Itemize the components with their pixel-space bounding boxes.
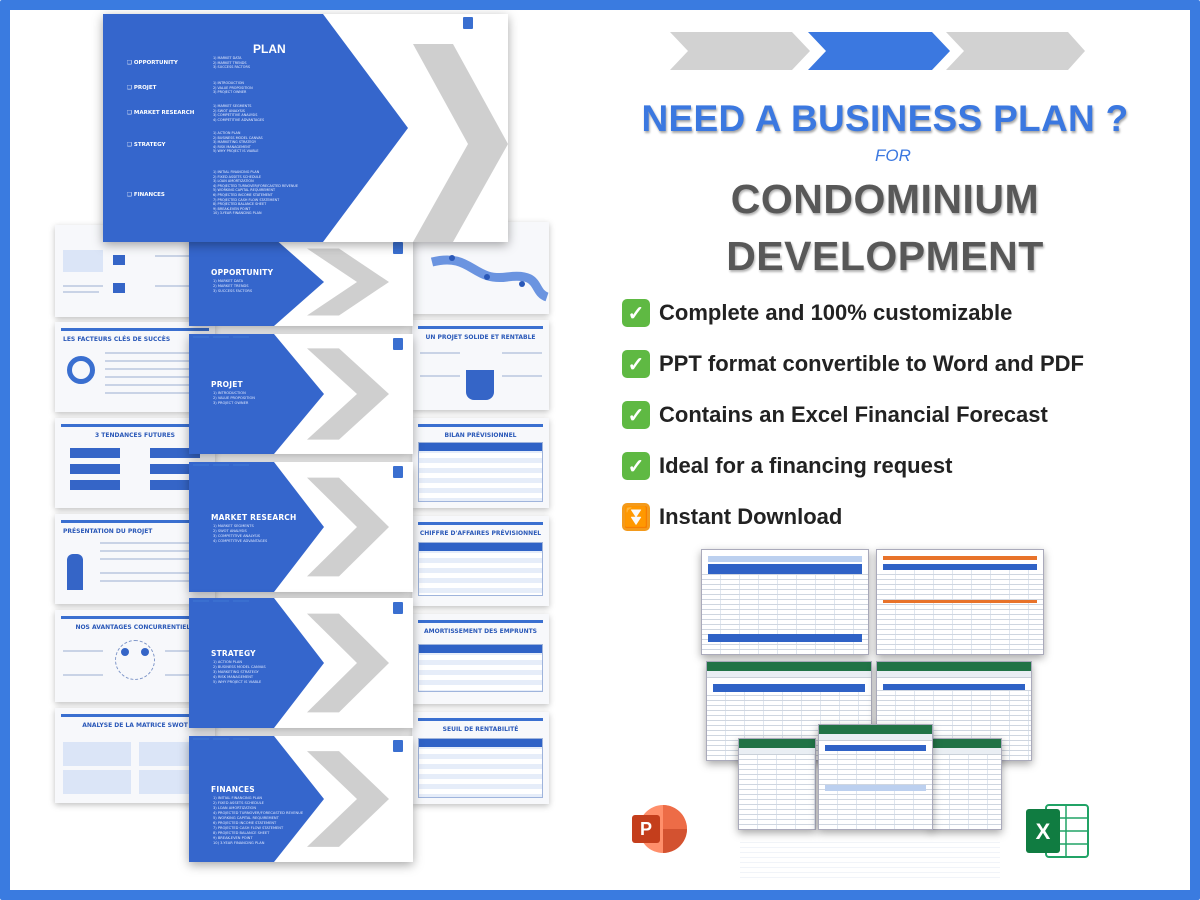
plan-sub-finances: 1) INITIAL FINANCING PLAN 2) FIXED ASSET… bbox=[213, 170, 299, 216]
slide-title: AMORTISSEMENT DES EMPRUNTS bbox=[423, 628, 538, 635]
section-slide-title: PROJET bbox=[211, 380, 243, 389]
plan-item-market-research: MARKET RESEARCH bbox=[127, 110, 195, 116]
plan-sub-projet: 1) INTRODUCTION 2) VALUE PROPOSITION 3) … bbox=[213, 81, 253, 95]
headline: NEED A BUSINESS PLAN ? bbox=[641, 98, 1129, 139]
section-slide-subtitles: 1) INTRODUCTION 2) VALUE PROPOSITION 3) … bbox=[213, 391, 255, 405]
slide-title: SEUIL DE RENTABILITÉ bbox=[442, 726, 519, 733]
headline-development: DEVELOPMENT bbox=[726, 233, 1044, 279]
slide-title: BILAN PRÉVISIONNEL bbox=[444, 432, 517, 439]
section-slide: OPPORTUNITY 1) MARKET DATA 2) MARKET TRE… bbox=[189, 238, 413, 326]
powerpoint-letter: P bbox=[640, 819, 652, 839]
progress-arrows-icon bbox=[670, 32, 1085, 70]
section-slide: MARKET RESEARCH 1) MARKET SEGMENTS 2) SW… bbox=[189, 462, 413, 592]
brand-logo-icon bbox=[393, 602, 403, 614]
feature-item: ⏬ Instant Download bbox=[622, 502, 842, 532]
slide-thumb-left-2: LES FACTEURS CLÉS DE SUCCÈS bbox=[55, 322, 215, 412]
section-slide-subtitles: 1) INITIAL FINANCING PLAN 2) FIXED ASSET… bbox=[213, 796, 304, 845]
slide-thumb-right-2: UN PROJET SOLIDE ET RENTABLE bbox=[412, 320, 549, 410]
section-slide: PROJET 1) INTRODUCTION 2) VALUE PROPOSIT… bbox=[189, 334, 413, 454]
feature-item: ✓ Contains an Excel Financial Forecast bbox=[622, 400, 1048, 430]
feature-text: Instant Download bbox=[659, 504, 843, 529]
slide-thumb-left-4: PRÉSENTATION DU PROJET bbox=[55, 514, 215, 604]
slide-title: UN PROJET SOLIDE ET RENTABLE bbox=[425, 334, 536, 341]
plan-slide: PLAN OPPORTUNITY 1) MARKET DATA 2) MARKE… bbox=[103, 14, 508, 242]
brand-logo-icon bbox=[393, 242, 403, 254]
check-icon: ✓ bbox=[622, 452, 650, 480]
slide-title: LES FACTEURS CLÉS DE SUCCÈS bbox=[63, 336, 171, 343]
brand-logo-icon bbox=[463, 17, 473, 29]
feature-text: Complete and 100% customizable bbox=[659, 300, 1013, 325]
plan-item-strategy: STRATEGY bbox=[127, 142, 166, 148]
feature-text: PPT format convertible to Word and PDF bbox=[659, 351, 1084, 376]
plan-sub-strategy: 1) ACTION PLAN 2) BUSINESS MODEL CANVAS … bbox=[213, 131, 263, 154]
feature-text: Contains an Excel Financial Forecast bbox=[659, 402, 1048, 427]
excel-screenshot bbox=[818, 724, 933, 830]
section-slide-title: FINANCES bbox=[211, 785, 255, 794]
excel-screenshot bbox=[876, 549, 1044, 655]
slide-thumb-left-5: NOS AVANTAGES CONCURRENTIELS bbox=[55, 610, 215, 702]
slide-thumb-right-6: SEUIL DE RENTABILITÉ bbox=[412, 712, 549, 804]
excel-screenshot bbox=[701, 549, 869, 655]
section-slide: FINANCES 1) INITIAL FINANCING PLAN 2) FI… bbox=[189, 736, 413, 862]
plan-item-opportunity: OPPORTUNITY bbox=[127, 60, 178, 66]
slide-title: NOS AVANTAGES CONCURRENTIELS bbox=[75, 624, 195, 631]
reflection bbox=[740, 842, 1000, 882]
section-slide-title: STRATEGY bbox=[211, 649, 256, 658]
section-slide-subtitles: 1) MARKET SEGMENTS 2) SWOT ANALYSIS 3) C… bbox=[213, 524, 268, 543]
check-icon: ✓ bbox=[622, 299, 650, 327]
brand-logo-icon bbox=[393, 338, 403, 350]
section-slide-subtitles: 1) MARKET DATA 2) MARKET TRENDS 3) SUCCE… bbox=[213, 279, 253, 293]
brand-logo-icon bbox=[393, 740, 403, 752]
section-slide-title: MARKET RESEARCH bbox=[211, 513, 297, 522]
section-slide-title: OPPORTUNITY bbox=[211, 268, 274, 277]
excel-screenshot bbox=[738, 738, 816, 830]
section-slide: STRATEGY 1) ACTION PLAN 2) BUSINESS MODE… bbox=[189, 598, 413, 728]
slide-title: PRÉSENTATION DU PROJET bbox=[63, 528, 153, 535]
powerpoint-logo-icon: P bbox=[632, 805, 687, 853]
slide-title: CHIFFRE D'AFFAIRES PRÉVISIONNEL bbox=[419, 530, 542, 537]
slide-thumb-left-3: 3 TENDANCES FUTURES bbox=[55, 418, 215, 508]
headline-for: FOR bbox=[875, 146, 911, 165]
plan-sub-market-research: 1) MARKET SEGMENTS 2) SWOT ANALYSIS 3) C… bbox=[213, 104, 265, 122]
slide-thumb-left-6: ANALYSE DE LA MATRICE SWOT bbox=[55, 708, 215, 803]
slide-title: 3 TENDANCES FUTURES bbox=[94, 432, 175, 439]
slide-thumb-right-5: AMORTISSEMENT DES EMPRUNTS bbox=[412, 614, 549, 704]
plan-item-finances: FINANCES bbox=[127, 192, 165, 198]
check-icon: ✓ bbox=[622, 401, 650, 429]
brand-logo-icon bbox=[393, 466, 403, 478]
excel-logo-icon: X bbox=[1026, 804, 1089, 858]
section-slide-subtitles: 1) ACTION PLAN 2) BUSINESS MODEL CANVAS … bbox=[213, 660, 266, 684]
slide-title: ANALYSE DE LA MATRICE SWOT bbox=[82, 722, 188, 729]
excel-screenshot bbox=[930, 738, 1002, 830]
headline-condominium: CONDOMINIUM bbox=[730, 176, 1040, 222]
slide-thumb-right-4: CHIFFRE D'AFFAIRES PRÉVISIONNEL bbox=[412, 516, 549, 606]
plan-title: PLAN bbox=[253, 42, 286, 56]
plan-sub-opportunity: 1) MARKET DATA 2) MARKET TRENDS 3) SUCCE… bbox=[213, 56, 250, 70]
feature-item: ✓ Complete and 100% customizable bbox=[622, 298, 1012, 328]
feature-item: ✓ PPT format convertible to Word and PDF bbox=[622, 349, 1084, 379]
slide-thumb-right-3: BILAN PRÉVISIONNEL bbox=[412, 418, 549, 508]
feature-item: ✓ Ideal for a financing request bbox=[622, 451, 952, 481]
check-icon: ✓ bbox=[622, 350, 650, 378]
excel-letter: X bbox=[1036, 819, 1051, 844]
plan-item-projet: PROJET bbox=[127, 85, 157, 91]
feature-text: Ideal for a financing request bbox=[659, 453, 953, 478]
download-icon: ⏬ bbox=[622, 503, 650, 531]
